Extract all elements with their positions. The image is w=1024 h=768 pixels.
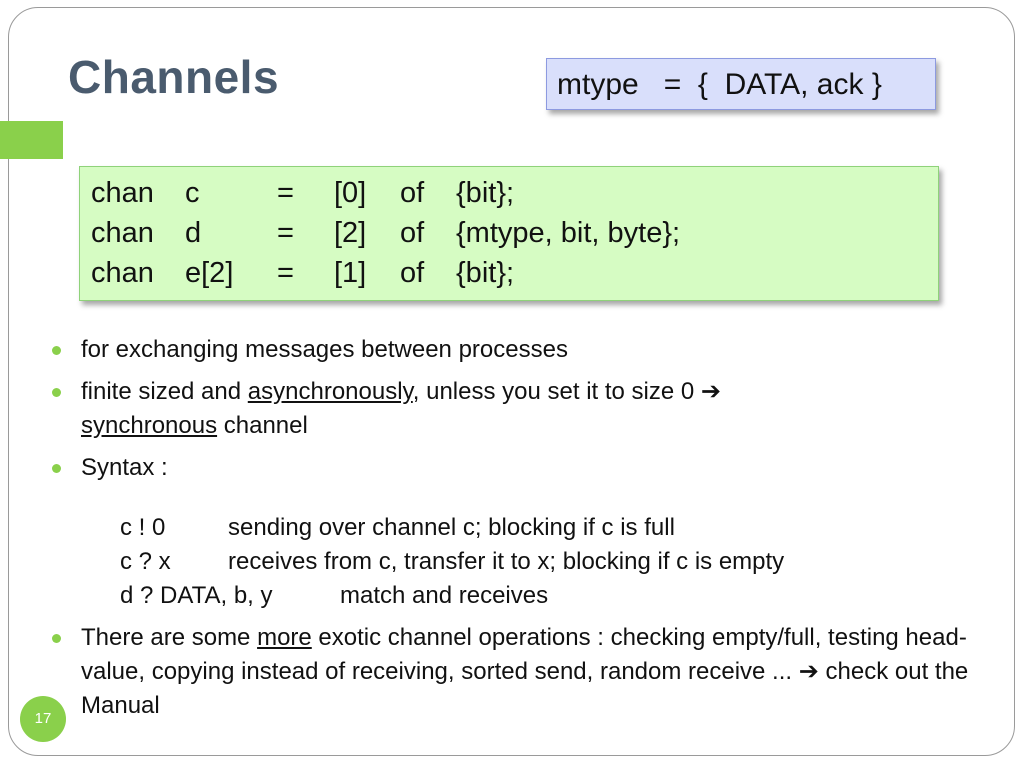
chan-message-type: {bit}; — [456, 177, 515, 209]
chan-buffer-size: [2] — [334, 217, 367, 249]
slide-frame — [8, 7, 1015, 756]
chan-name: e[2] — [185, 257, 234, 289]
underlined-term: asynchronously — [247, 378, 413, 405]
chan-message-type: {bit}; — [456, 257, 515, 289]
bullet-dot — [52, 634, 61, 643]
bullet-dot — [52, 346, 61, 355]
bullet-dot — [52, 388, 61, 397]
chan-buffer-size: [1] — [334, 257, 367, 289]
bullet-text: exotic channel operations : checking emp… — [81, 624, 967, 685]
chan-keyword: chan — [91, 257, 154, 289]
chan-message-type: {mtype, bit, byte}; — [456, 217, 681, 249]
underlined-term: more — [257, 624, 312, 651]
syntax-description: match and receives — [340, 582, 549, 609]
syntax-description: sending over channel c; blocking if c is… — [228, 514, 675, 541]
bullet-item: for exchanging messages between processe… — [52, 333, 982, 367]
bullet-text: channel — [217, 412, 308, 439]
syntax-description: receives from c, transfer it to x; block… — [228, 548, 785, 575]
chan-buffer-size: [0] — [334, 177, 367, 209]
chan-keyword: chan — [91, 177, 154, 209]
chan-declaration-line: chan e[2] = [1] of {bit}; — [91, 253, 938, 293]
underlined-term: synchronous — [81, 412, 218, 439]
arrow-icon: ➔ — [798, 658, 819, 685]
chan-name: c — [185, 177, 200, 209]
chan-equals: = — [277, 217, 294, 249]
syntax-code: d ? DATA, b, y — [120, 582, 273, 609]
chan-of-keyword: of — [400, 177, 425, 209]
chan-declaration-line: chan c = [0] of {bit}; — [91, 173, 938, 213]
page-number-badge: 17 — [20, 696, 66, 742]
syntax-code: c ? x — [120, 548, 171, 575]
chan-of-keyword: of — [400, 217, 425, 249]
bullet-dot — [52, 464, 61, 473]
slide-title: Channels — [68, 51, 280, 103]
bullet-item: Syntax : — [52, 451, 982, 485]
bullet-text: Syntax : — [81, 454, 168, 481]
syntax-line: d ? DATA, b, y match and receives — [120, 579, 548, 613]
chan-declaration-line: chan d = [2] of {mtype, bit, byte}; — [91, 213, 938, 253]
accent-bar — [0, 121, 63, 159]
syntax-line: c ? x receives from c, transfer it to x;… — [120, 545, 784, 579]
chan-keyword: chan — [91, 217, 154, 249]
mtype-declaration-box: mtype = { DATA, ack } — [546, 58, 936, 110]
bullet-text: check out the Manual — [81, 658, 969, 719]
chan-name: d — [185, 217, 202, 249]
arrow-icon: ➔ — [700, 378, 722, 405]
syntax-line: c ! 0 sending over channel c; blocking i… — [120, 511, 675, 545]
bullet-item: There are some more exotic channel opera… — [52, 621, 982, 723]
chan-equals: = — [277, 177, 294, 209]
syntax-code: c ! 0 — [120, 514, 166, 541]
chan-equals: = — [277, 257, 294, 289]
bullet-item: finite sized and asynchronously, unless … — [52, 375, 982, 443]
bullet-list: for exchanging messages between processe… — [52, 333, 982, 731]
bullet-text: for exchanging messages between processe… — [81, 336, 568, 363]
bullet-text: , unless you set it to size 0 — [412, 378, 701, 405]
bullet-text: There are some — [81, 624, 258, 651]
channel-declarations-box: chan c = [0] of {bit}; chan d = [2] of {… — [79, 166, 939, 301]
chan-of-keyword: of — [400, 257, 425, 289]
syntax-examples: c ! 0 sending over channel c; blocking i… — [52, 511, 982, 613]
bullet-text: finite sized and — [81, 378, 248, 405]
